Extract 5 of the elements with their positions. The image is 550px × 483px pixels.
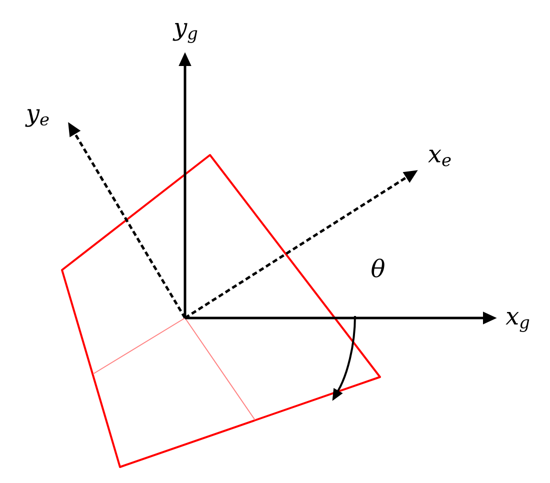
axis-label: x$_{e}$ [428, 150, 451, 166]
axis-label: θ [372, 258, 384, 278]
axis-label: y$_{g}$ [172, 23, 198, 43]
axis-label: x$_{g}$ [506, 312, 530, 332]
axis-label: y$_{e}$ [25, 109, 49, 127]
